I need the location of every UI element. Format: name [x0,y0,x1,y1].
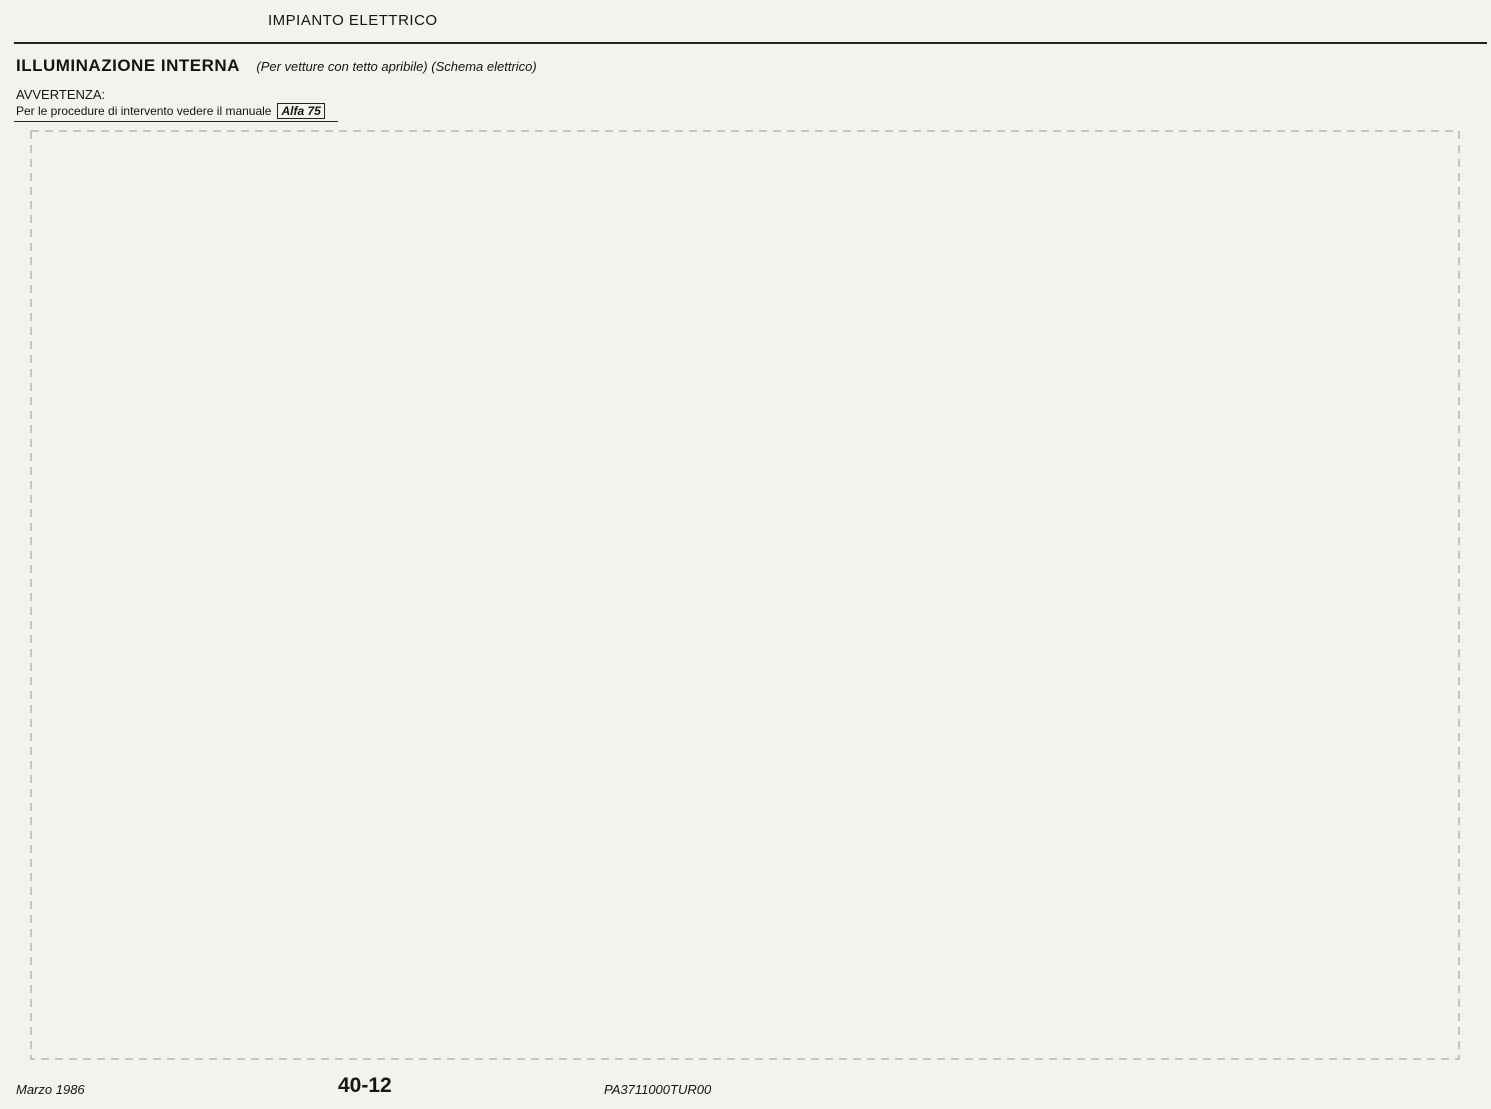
warning-heading: AVVERTENZA: [16,87,106,102]
warning-text: Per le procedure di intervento vedere il… [16,104,272,118]
page-number: 40-12 [338,1074,392,1097]
warning-text-line: Per le procedure di intervento vedere il… [16,103,325,120]
schematic-placeholder-frame [30,130,1460,1060]
running-head: IMPIANTO ELETTRICO [268,12,438,29]
manual-model-label: Alfa 75 [277,103,325,119]
page-subtitle: (Per vetture con tetto apribile) (Schema… [256,59,537,74]
warning-block: AVVERTENZA: Per le procedure di interven… [16,86,325,120]
page-title: ILLUMINAZIONE INTERNA [16,56,240,75]
top-rule [14,42,1487,44]
warning-rule [14,121,338,122]
title-line: ILLUMINAZIONE INTERNA (Per vetture con t… [16,56,537,76]
print-date: Marzo 1986 [16,1082,85,1097]
wiring-schematic [30,130,1460,1060]
drawing-code: PA3711000TUR00 [604,1082,712,1097]
